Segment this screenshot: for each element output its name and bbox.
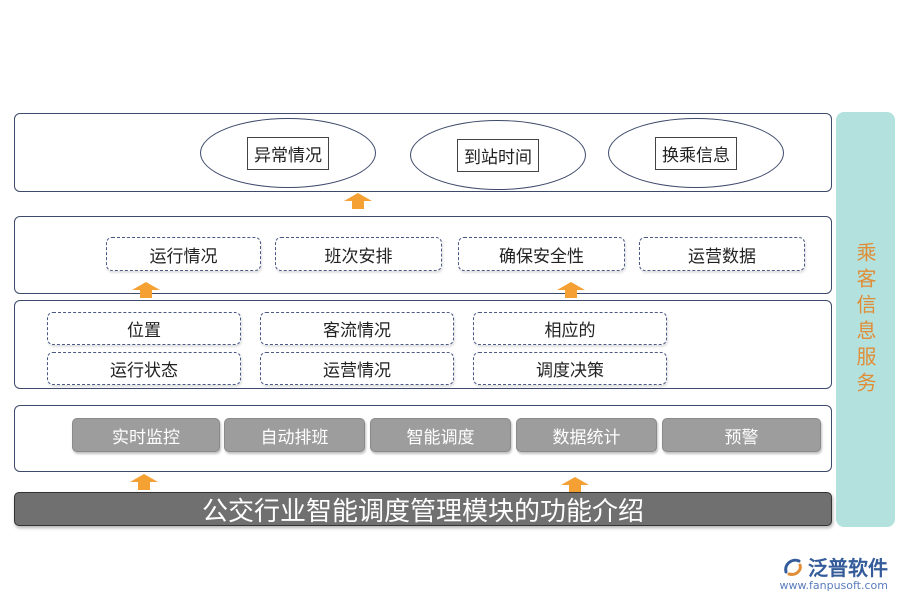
- box-operation-status: 运行情况: [106, 237, 261, 271]
- logo-swirl-icon: [784, 558, 802, 576]
- side-panel-label: 乘客信息服务: [853, 241, 877, 398]
- brand-logo: 泛普软件 www.fanpusoft.com: [780, 552, 888, 592]
- box-operating-status: 运营情况: [260, 352, 454, 385]
- box-data-statistics: 数据统计: [516, 418, 657, 452]
- diagram-title-text: 公交行业智能调度管理模块的功能介绍: [201, 496, 644, 527]
- up-arrow-icon: [344, 193, 372, 209]
- box-early-warning: 预警: [662, 418, 821, 452]
- up-arrow-icon: [130, 474, 158, 490]
- box-running-state: 运行状态: [47, 352, 241, 385]
- box-operation-data: 运营数据: [639, 237, 805, 271]
- box-auto-scheduling: 自动排班: [224, 418, 365, 452]
- box-ensure-safety: 确保安全性: [458, 237, 625, 271]
- box-position: 位置: [47, 312, 241, 345]
- box-shift-arrangement: 班次安排: [275, 237, 442, 271]
- diagram-title: 公交行业智能调度管理模块的功能介绍: [14, 492, 832, 527]
- logo-url: www.fanpusoft.com: [779, 579, 888, 592]
- box-smart-dispatch: 智能调度: [370, 418, 511, 452]
- up-arrow-icon: [561, 477, 589, 493]
- up-arrow-icon: [557, 282, 585, 298]
- up-arrow-icon: [132, 282, 160, 298]
- oval-label: 换乘信息: [655, 136, 737, 170]
- oval-abnormal: 异常情况: [200, 118, 376, 188]
- box-dispatch-decision: 调度决策: [473, 352, 667, 385]
- box-passenger-flow: 客流情况: [260, 312, 454, 345]
- passenger-info-service-panel: 乘客信息服务: [836, 112, 895, 527]
- oval-label: 到站时间: [457, 138, 539, 172]
- box-realtime-monitoring: 实时监控: [72, 418, 220, 452]
- oval-arrival-time: 到站时间: [410, 120, 586, 190]
- logo-name: 泛普软件: [808, 556, 888, 580]
- oval-label: 异常情况: [247, 136, 329, 170]
- box-corresponding: 相应的: [473, 312, 667, 345]
- oval-transfer-info: 换乘信息: [608, 118, 784, 188]
